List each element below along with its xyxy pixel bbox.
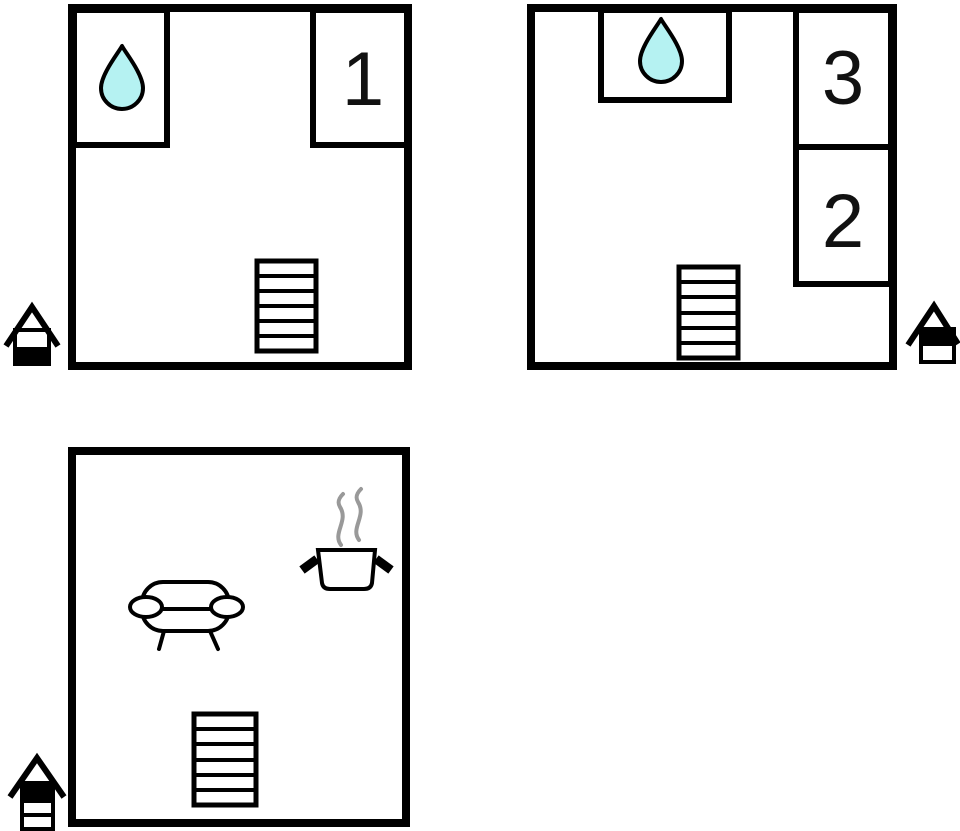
house-roof [905,300,960,347]
steam-wave-left [336,492,345,547]
floorplan-upper-2: 3 2 [527,4,897,370]
room-label-2: 2 [822,179,864,264]
outer-wall [68,4,412,370]
house-level-icon-plan-2 [905,300,960,364]
outer-wall [68,447,410,827]
sofa-armrest-right [209,595,245,619]
sofa-icon [128,580,245,651]
house-roof [3,301,61,348]
bedroom-1-walls [310,7,411,148]
sofa-armrest-left [128,595,164,619]
pot-body [315,548,378,591]
house-level-icon-plan-1 [3,301,61,366]
room-label-3: 3 [822,36,864,121]
sofa-leg-left [157,629,166,651]
stairs-icon [254,258,319,354]
water-drop-icon [638,17,684,84]
floorplan-upper-1: 1 [68,4,412,370]
bedroom-2-walls [793,144,894,287]
stairs-icon [676,264,741,361]
pot-handle-left [299,555,320,574]
stairs-icon [191,711,259,808]
cooking-pot-icon [299,487,394,591]
sofa-leg-right [208,629,220,651]
house-level-icon-plan-3 [7,752,67,831]
bathroom-walls [598,7,732,103]
house-roof [7,752,67,799]
floorplan-ground [68,447,410,827]
water-drop-icon [99,44,145,111]
steam-wave-right [354,487,363,542]
pot-handle-right [373,555,394,574]
highlighted-level-band [15,347,49,364]
highlighted-level-band [22,783,53,799]
room-label-1: 1 [342,37,384,122]
highlighted-level-band [921,329,954,346]
bathroom-walls [71,7,170,148]
